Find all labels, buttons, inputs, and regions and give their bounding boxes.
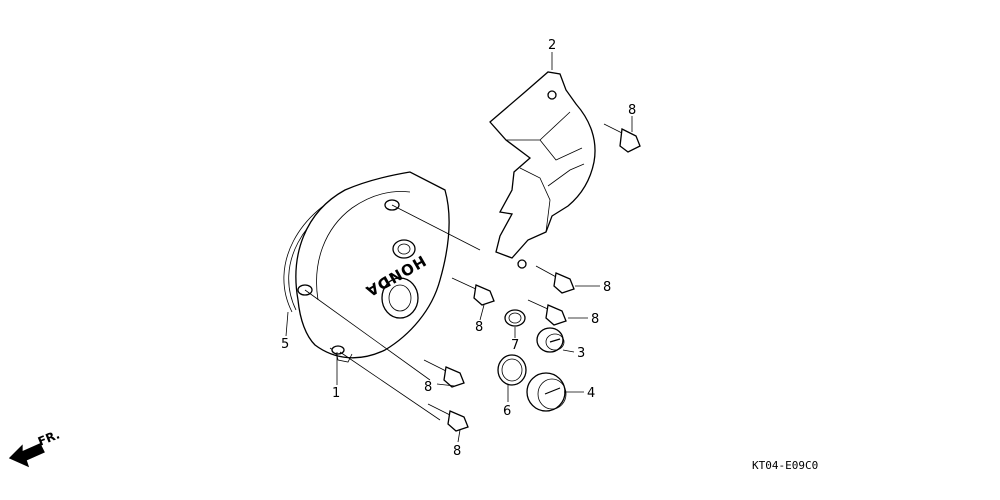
cap-3 bbox=[536, 327, 565, 353]
leader-lines bbox=[285, 52, 633, 443]
callout-8: 8 bbox=[628, 103, 636, 118]
callout-5: 5 bbox=[281, 337, 289, 352]
o-ring-6 bbox=[497, 354, 527, 386]
front-direction-arrow: FR. bbox=[8, 427, 62, 468]
bolt-8a bbox=[603, 123, 641, 153]
bolt-8b bbox=[535, 265, 575, 294]
bolt-8d bbox=[527, 299, 567, 326]
callout-8: 8 bbox=[453, 444, 461, 459]
bolt-8f bbox=[427, 403, 469, 432]
callout-2: 2 bbox=[548, 38, 556, 53]
o-ring-7 bbox=[504, 309, 526, 327]
callout-8: 8 bbox=[424, 380, 432, 395]
sprocket-cover-2 bbox=[489, 71, 596, 269]
callout-8: 8 bbox=[603, 280, 611, 295]
bolt-8c bbox=[451, 277, 495, 306]
callout-8: 8 bbox=[475, 320, 483, 335]
diagram-reference-code: KT04-E09C0 bbox=[752, 459, 818, 472]
callout-3: 3 bbox=[577, 346, 585, 361]
callout-7: 7 bbox=[511, 338, 519, 353]
callout-6: 6 bbox=[503, 404, 511, 419]
callout-8: 8 bbox=[591, 312, 599, 327]
left-crankcase-cover-1: HONDA bbox=[295, 171, 450, 363]
cap-4 bbox=[526, 372, 567, 412]
callout-4: 4 bbox=[587, 386, 595, 401]
bolt-8e bbox=[423, 359, 465, 388]
direction-label: FR. bbox=[36, 427, 62, 448]
callout-1: 1 bbox=[332, 386, 340, 401]
